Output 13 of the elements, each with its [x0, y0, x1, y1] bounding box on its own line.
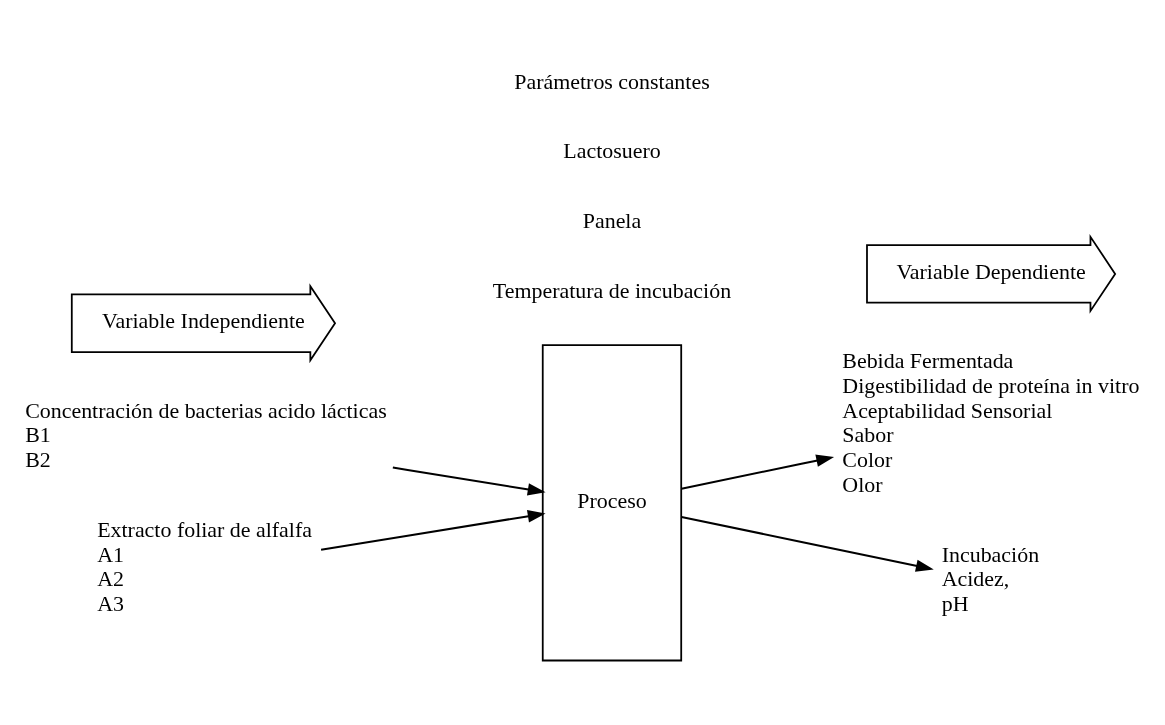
label: Temperatura de incubación — [492, 277, 732, 303]
arrow — [320, 509, 546, 551]
label: Lactosuero — [563, 137, 661, 163]
arrow — [392, 466, 546, 496]
label: Parámetros constantes — [514, 68, 710, 94]
label: Panela — [582, 207, 642, 233]
arrow — [681, 515, 934, 572]
node-box: Proceso — [541, 343, 683, 661]
node-text: Concentración de bacterias acido lácticas B1 B2 — [25, 397, 387, 472]
node-text: Extracto foliar de alfalfa A1 A2 A3 — [97, 516, 312, 616]
arrow — [681, 454, 835, 490]
node-text: Incubación Acidez, pH — [941, 541, 1040, 616]
node-text: Bebida Fermentada Digestibilidad de proteína in vitro Aceptabilidad Sensorial Sabor Color Olor — [842, 347, 1140, 497]
